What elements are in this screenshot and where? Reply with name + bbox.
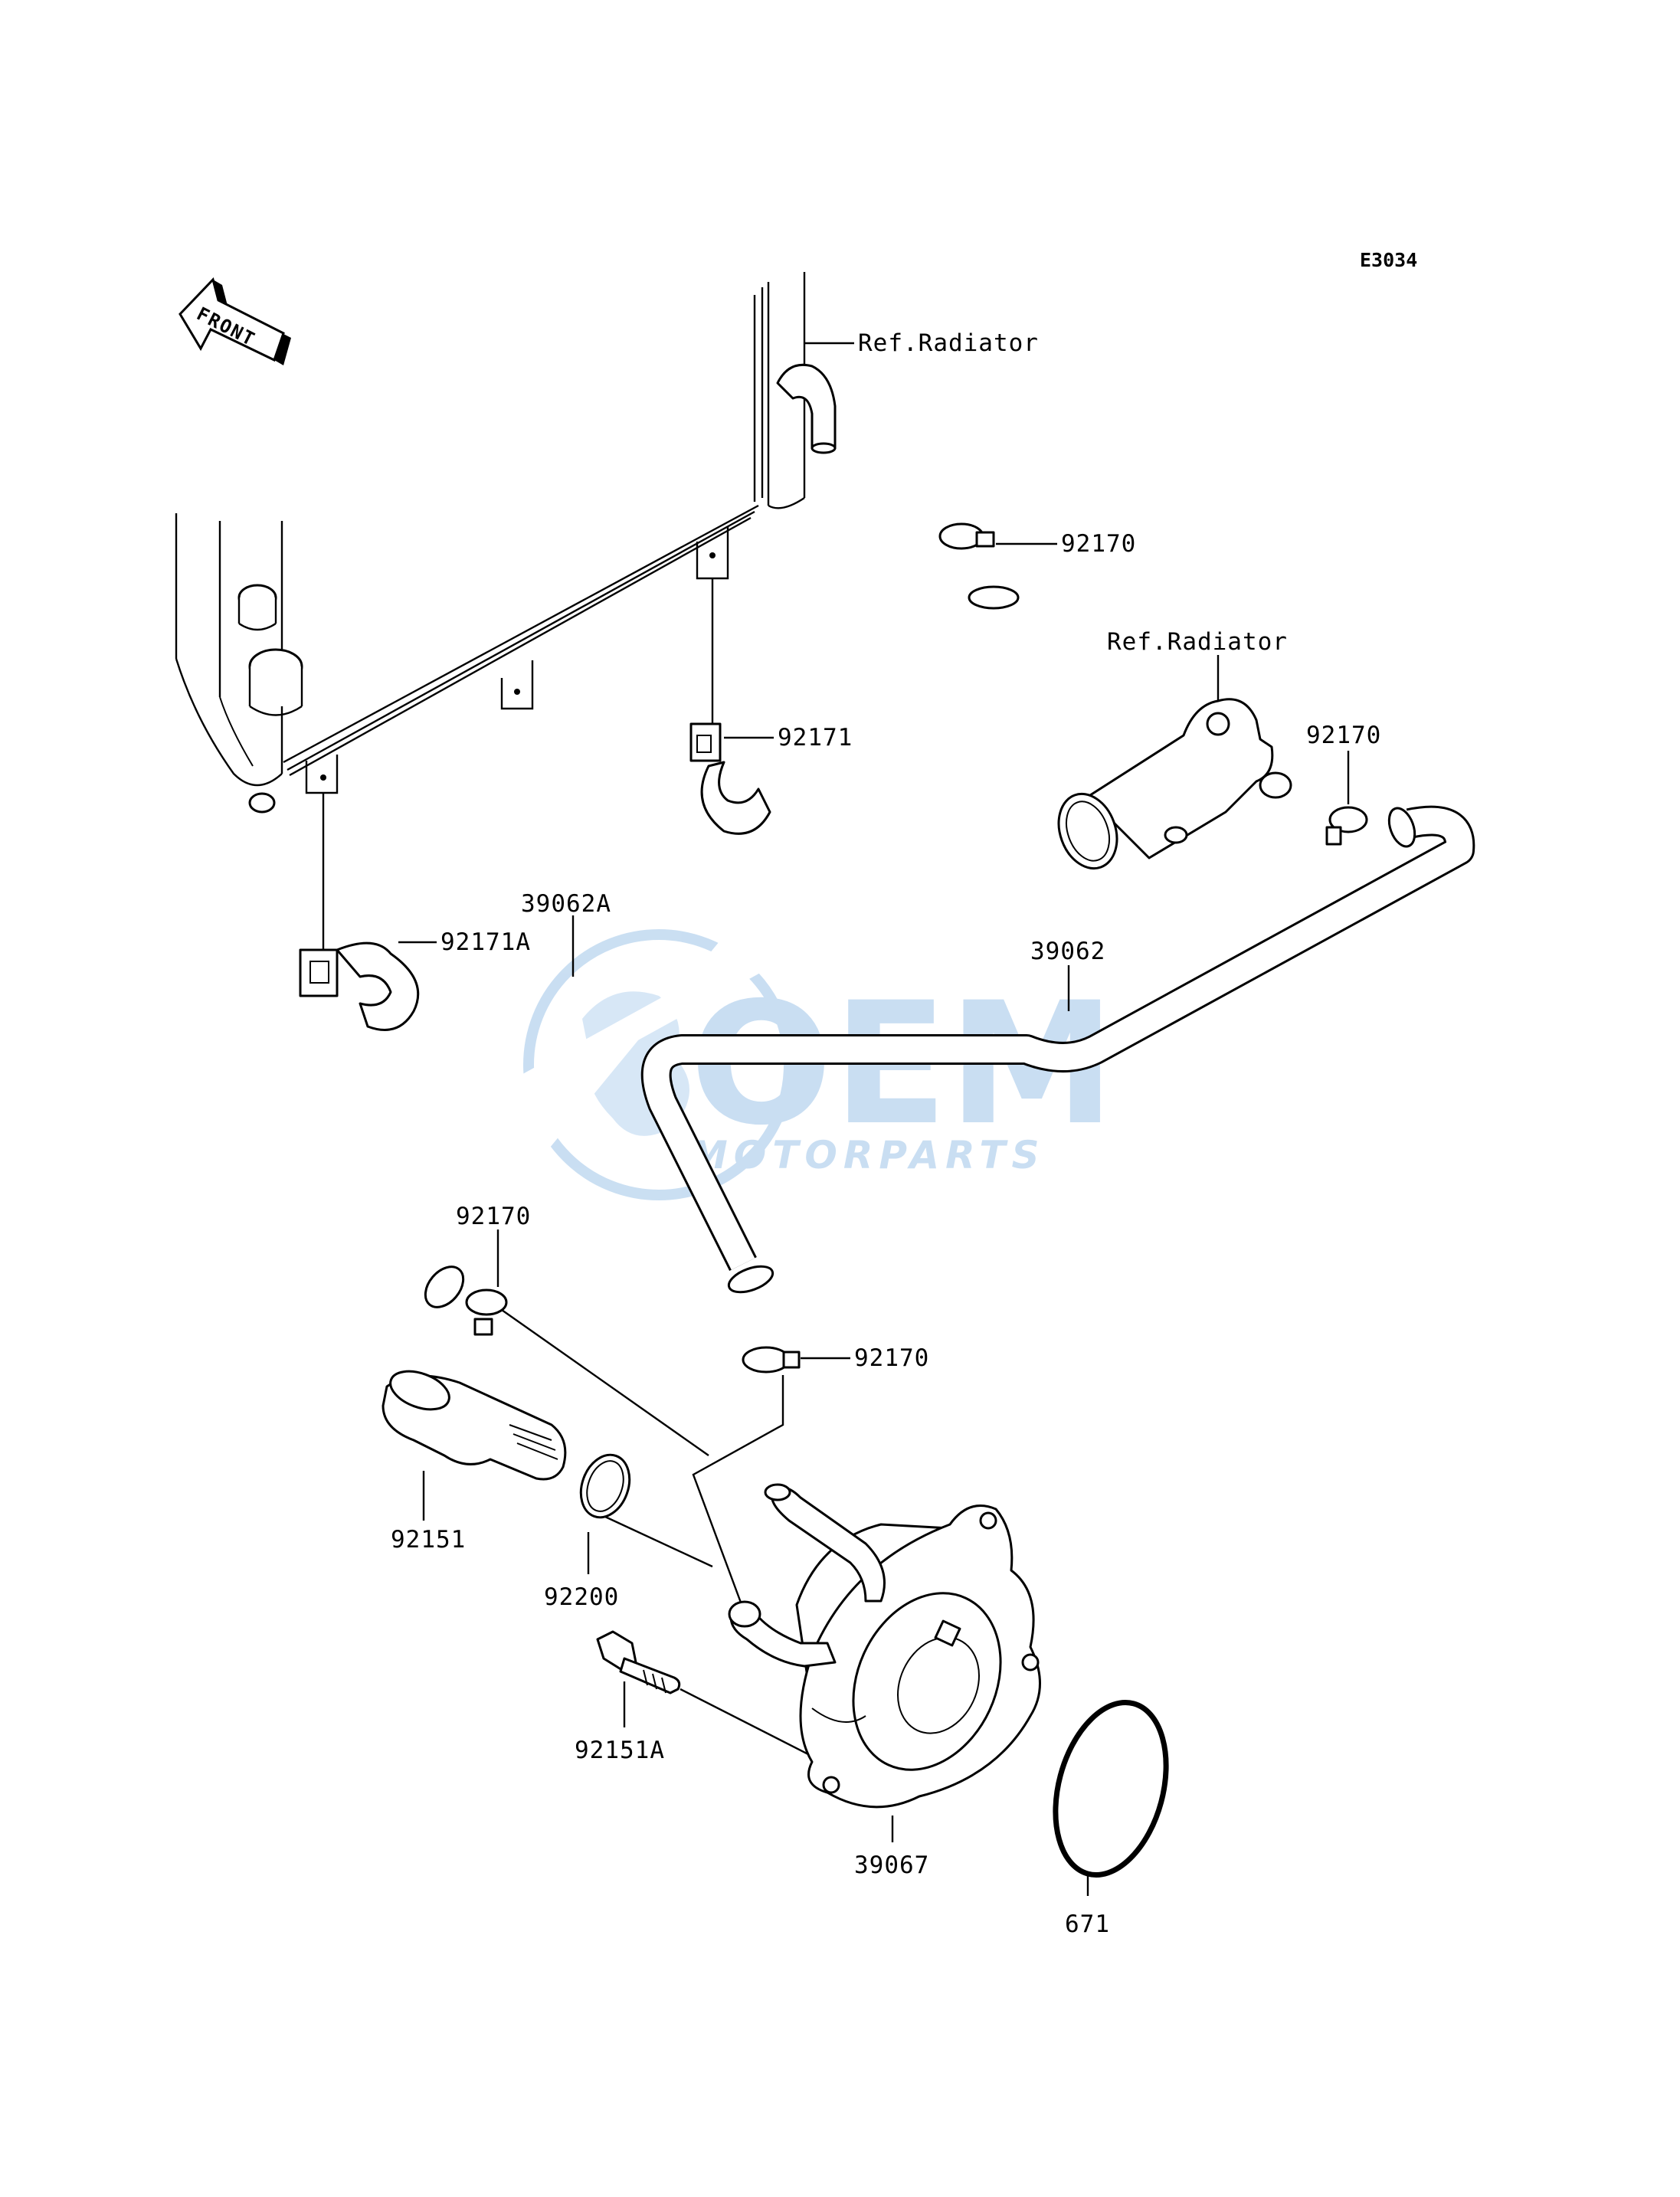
radiator-outline [175,272,837,814]
label-671: 671 [1065,1911,1110,1938]
label-92171a: 92171A [440,928,531,956]
label-92170-right: 92170 [1306,722,1381,749]
hose-39062a[interactable] [304,585,1044,1315]
ref-radiator-top-label: Ref.Radiator [858,329,1039,357]
clamp-92170-left[interactable] [465,1288,508,1336]
label-39067: 39067 [854,1852,929,1879]
holder-92171a[interactable] [299,941,420,1031]
clamp-92170-center[interactable] [742,1346,801,1374]
radiator-fitting [1057,698,1292,870]
label-92151: 92151 [391,1526,466,1554]
label-92170-top: 92170 [1061,530,1136,558]
front-arrow-icon: FRONT [178,277,291,365]
fitting-92151[interactable] [382,1364,567,1481]
oil-cooler-39067[interactable] [728,1483,1041,1809]
label-92170-center: 92170 [854,1344,929,1372]
label-92200: 92200 [544,1583,619,1611]
diagram-code: E3034 [1360,249,1417,271]
bolt-92151a[interactable] [596,1630,681,1694]
label-39062a: 39062A [521,890,611,918]
label-92171: 92171 [778,724,853,751]
label-92170-left: 92170 [456,1203,531,1230]
oring-92200[interactable] [572,1448,637,1524]
clamp-92170-top[interactable] [938,522,995,550]
hose-39062[interactable] [640,804,1475,1297]
oring-671[interactable] [1038,1690,1184,1887]
label-92151a: 92151A [575,1737,665,1764]
watermark-subtitle: MOTORPARTS [689,1133,1046,1177]
label-39062: 39062 [1030,938,1105,965]
clamp-92170-right[interactable] [1325,806,1368,846]
ref-radiator-fitting-label: Ref.Radiator [1107,628,1288,656]
holder-92171[interactable] [689,722,771,835]
